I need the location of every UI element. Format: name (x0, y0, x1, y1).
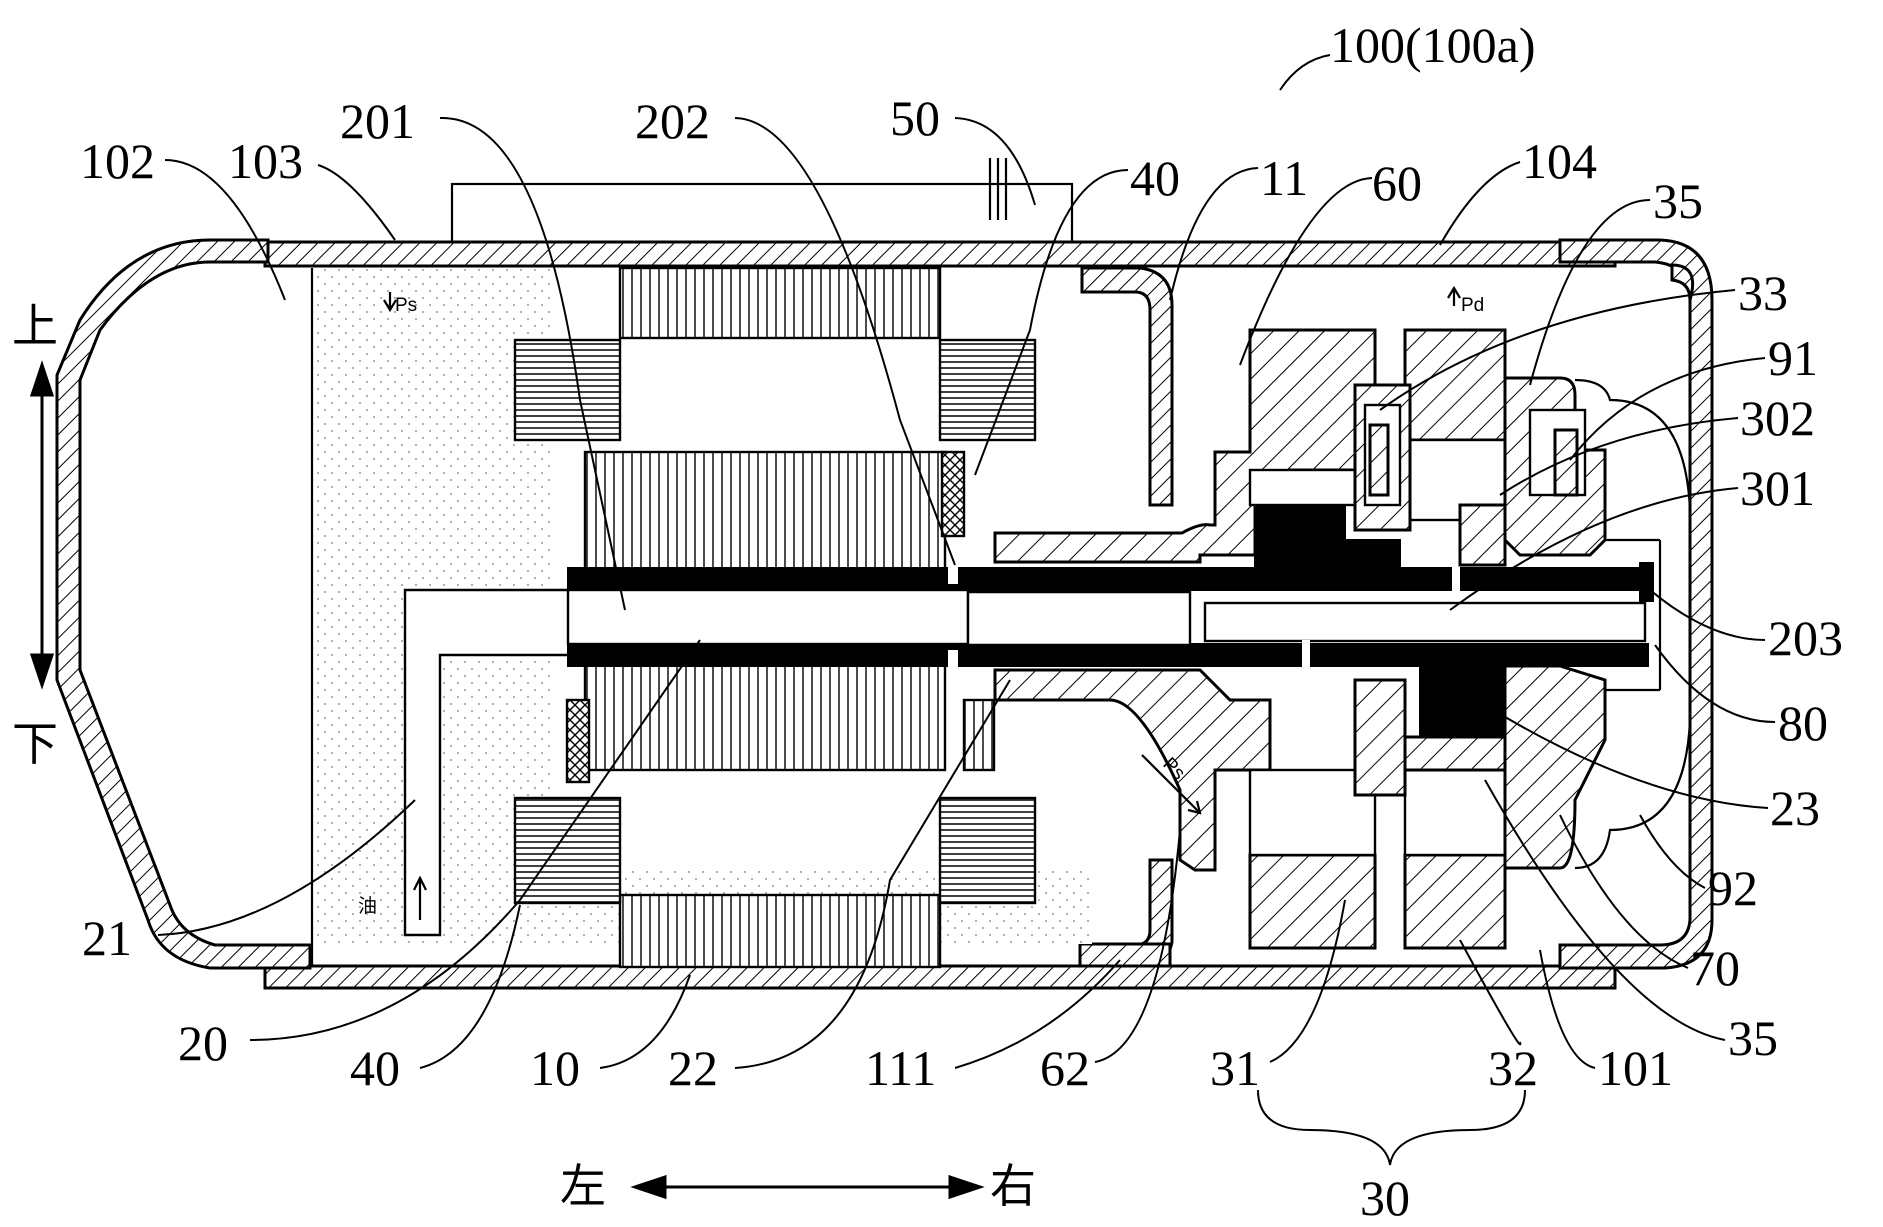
label-31: 31 (1210, 1040, 1260, 1096)
label-103: 103 (228, 133, 303, 189)
label-50: 50 (890, 90, 940, 146)
down-label: 下 (12, 717, 58, 771)
ps-top-label: Ps (395, 295, 417, 316)
label-201: 201 (340, 93, 415, 149)
label-35-top: 35 (1653, 173, 1703, 229)
label-22: 22 (668, 1040, 718, 1096)
label-32: 32 (1488, 1040, 1538, 1096)
label-101: 101 (1598, 1040, 1673, 1096)
terminal-box-50 (450, 158, 1074, 244)
label-203: 203 (1768, 610, 1843, 666)
stator (513, 266, 1037, 969)
label-111: 111 (865, 1040, 936, 1096)
label-70: 70 (1690, 940, 1740, 996)
label-10: 10 (530, 1040, 580, 1096)
label-30: 30 (1360, 1170, 1410, 1226)
label-92: 92 (1708, 860, 1758, 916)
label-301: 301 (1740, 460, 1815, 516)
label-21: 21 (82, 910, 132, 966)
label-60: 60 (1372, 155, 1422, 211)
right-label: 右 (990, 1159, 1036, 1213)
reference-labels: 102 103 201 202 50 40 11 60 104 35 33 91… (80, 90, 1843, 1226)
label-202: 202 (635, 93, 710, 149)
label-11: 11 (1260, 150, 1308, 206)
figure-title: 100(100a) (1330, 17, 1536, 73)
label-40-bottom: 40 (350, 1040, 400, 1096)
housing (55, 238, 1714, 990)
oil-label: 油 (358, 895, 377, 917)
label-20: 20 (178, 1015, 228, 1071)
pd-top-label: Pd (1461, 295, 1484, 316)
label-91: 91 (1768, 330, 1818, 386)
label-40-top: 40 (1130, 150, 1180, 206)
label-33: 33 (1738, 265, 1788, 321)
direction-indicators: 上 下 左 右 (12, 299, 1036, 1213)
label-35-bottom: 35 (1728, 1010, 1778, 1066)
label-23: 23 (1770, 780, 1820, 836)
up-label: 上 (12, 299, 58, 353)
left-label: 左 (560, 1159, 606, 1213)
label-102: 102 (80, 133, 155, 189)
label-80: 80 (1778, 695, 1828, 751)
horizontal-arrow-icon (630, 1174, 985, 1200)
label-62: 62 (1040, 1040, 1090, 1096)
rear-housing (1503, 376, 1692, 870)
label-302: 302 (1740, 390, 1815, 446)
shaft (566, 504, 1654, 738)
label-104: 104 (1522, 133, 1597, 189)
vertical-arrow-icon (29, 360, 55, 690)
